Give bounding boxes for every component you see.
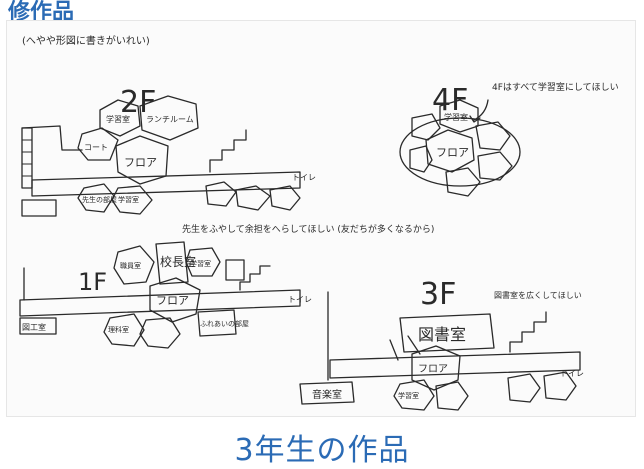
svg-text:学習室: 学習室	[106, 114, 130, 124]
svg-text:コート: コート	[84, 143, 108, 152]
svg-text:ふれあいの部屋: ふれあいの部屋	[200, 319, 249, 328]
f3-room-library	[399, 313, 495, 353]
middle-note: 先生をふやして余担をへらしてほしい (友だちが多くなるから)	[182, 223, 434, 235]
f2-room-court	[77, 127, 119, 161]
f1-room-principal	[155, 241, 189, 285]
hand-drawing: (へやや形図に書きがいれい) 2F トイレ 学習室 ランチルーム コート フロア…	[19, 34, 619, 411]
f1-corridor	[19, 289, 301, 317]
f1-room-right	[225, 259, 245, 281]
svg-text:理科室: 理科室	[108, 325, 129, 334]
svg-text:図工室: 図工室	[22, 322, 46, 332]
f2-stair-tower	[21, 127, 33, 189]
f2-corridor	[31, 171, 301, 197]
svg-text:学習室: 学習室	[398, 391, 419, 400]
floor-label-1f: 1F	[78, 268, 107, 296]
f2-room-small-2	[235, 185, 271, 211]
svg-text:フロア: フロア	[436, 146, 469, 159]
svg-text:フロア: フロア	[418, 364, 448, 375]
svg-text:学習室: 学習室	[118, 195, 139, 204]
f3-note: 図書室を広くしてほしい	[494, 290, 582, 300]
f1-room-fureai	[197, 309, 237, 337]
f1-floor-hall	[149, 277, 201, 323]
f4-room-b	[477, 151, 513, 181]
f3-corridor	[329, 351, 581, 379]
f1-room-science	[103, 313, 145, 347]
floor-label-3f: 3F	[420, 277, 456, 312]
f3-room-music	[299, 381, 355, 405]
f2-room-teacher	[77, 183, 115, 213]
drawing-sheet	[6, 20, 636, 417]
svg-text:職員室: 職員室	[120, 261, 141, 270]
f1-stairs	[239, 265, 271, 291]
f4-room-d	[411, 113, 441, 141]
svg-text:先生の部屋: 先生の部屋	[82, 195, 117, 204]
f2-room-lunch	[139, 95, 199, 141]
svg-text:ランチルーム: ランチルーム	[146, 115, 194, 124]
f1-room-small	[139, 317, 181, 349]
f3-toilet: トイレ	[560, 369, 584, 378]
svg-text:図書室: 図書室	[418, 325, 466, 344]
f1-toilet: トイレ	[288, 295, 312, 304]
f4-room-a	[475, 121, 511, 151]
f1-room-art	[19, 317, 57, 335]
f3-floor-hall	[411, 345, 461, 391]
f4-outline	[399, 117, 521, 187]
f3-room-study-1	[393, 379, 435, 411]
f4-room-c	[445, 167, 481, 197]
f3-room-study-4	[543, 371, 577, 401]
f2-room-left	[21, 199, 57, 217]
svg-text:フロア: フロア	[124, 156, 157, 169]
f3-room-study-2	[435, 381, 469, 411]
f2-room-small-1	[205, 181, 237, 207]
f4-room-e	[409, 145, 433, 173]
svg-text:フロア: フロア	[156, 294, 189, 307]
svg-text:学習室: 学習室	[444, 112, 468, 122]
f2-stairs	[209, 129, 247, 173]
svg-text:音楽室: 音楽室	[312, 388, 342, 401]
f4-note: 4Fはすべて学習室にしてほしい	[492, 81, 619, 93]
f1-room-staff	[113, 245, 155, 285]
f2-room-study-2	[111, 185, 153, 215]
f1-room-study	[185, 247, 221, 277]
top-note: (へやや形図に書きがいれい)	[22, 34, 150, 47]
f4-floor-hall	[425, 129, 475, 173]
f2-floor-hall	[115, 135, 169, 185]
f3-stairs	[509, 311, 547, 353]
f2-room-small-3	[269, 185, 301, 211]
svg-text:学習室: 学習室	[190, 259, 211, 268]
caption: 3年生の作品	[234, 433, 410, 468]
f2-toilet: トイレ	[292, 173, 316, 182]
f3-room-study-3	[507, 373, 541, 403]
